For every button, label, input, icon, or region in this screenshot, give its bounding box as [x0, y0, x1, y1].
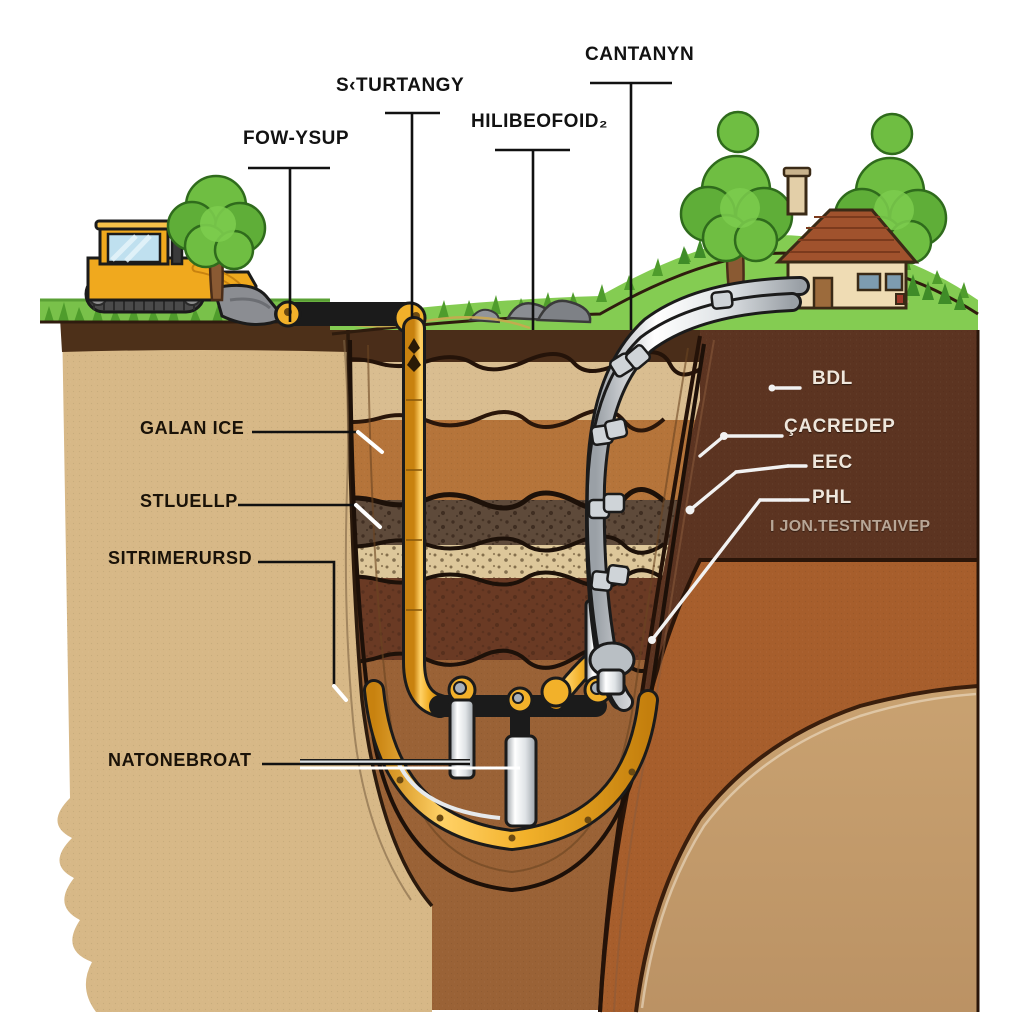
- downhole-tool-left: [448, 698, 476, 780]
- bha-elbow: [540, 676, 572, 708]
- leader-lines-left: [238, 430, 520, 770]
- tree-left-hill: [679, 110, 794, 302]
- tree-canopy: [679, 110, 794, 263]
- house-meter-box: [895, 293, 905, 305]
- house-window: [856, 272, 882, 292]
- borehole-wall: [348, 339, 706, 893]
- hydraulic-hose: [396, 761, 501, 820]
- tree-canopy: [166, 174, 267, 271]
- boundary-gravel-light: [345, 534, 666, 555]
- boulder-b: [536, 299, 592, 324]
- borehole-profile: [348, 339, 706, 893]
- leader-lines-right: [648, 384, 810, 644]
- right-cut-face: [598, 330, 980, 1013]
- left-cut-face: [57, 318, 434, 1012]
- conduit-couplings: [587, 290, 734, 592]
- boundary-rust-base: [634, 684, 979, 1013]
- house-chimney: [786, 170, 808, 216]
- boundary-topsoil-sand: [345, 350, 700, 377]
- right-base-tan: [636, 686, 978, 1012]
- leader-lines-top: [248, 81, 672, 330]
- house-window: [884, 272, 904, 292]
- house-door: [812, 276, 834, 310]
- downhole-tool-center: [504, 734, 538, 828]
- tree-mid: [166, 174, 267, 302]
- left-topsoil-crust: [60, 318, 348, 352]
- dozer-roof: [94, 219, 176, 231]
- left-cut-edge: [346, 329, 434, 908]
- pipe-decal: [407, 338, 421, 372]
- conduit-bundle: [585, 276, 810, 712]
